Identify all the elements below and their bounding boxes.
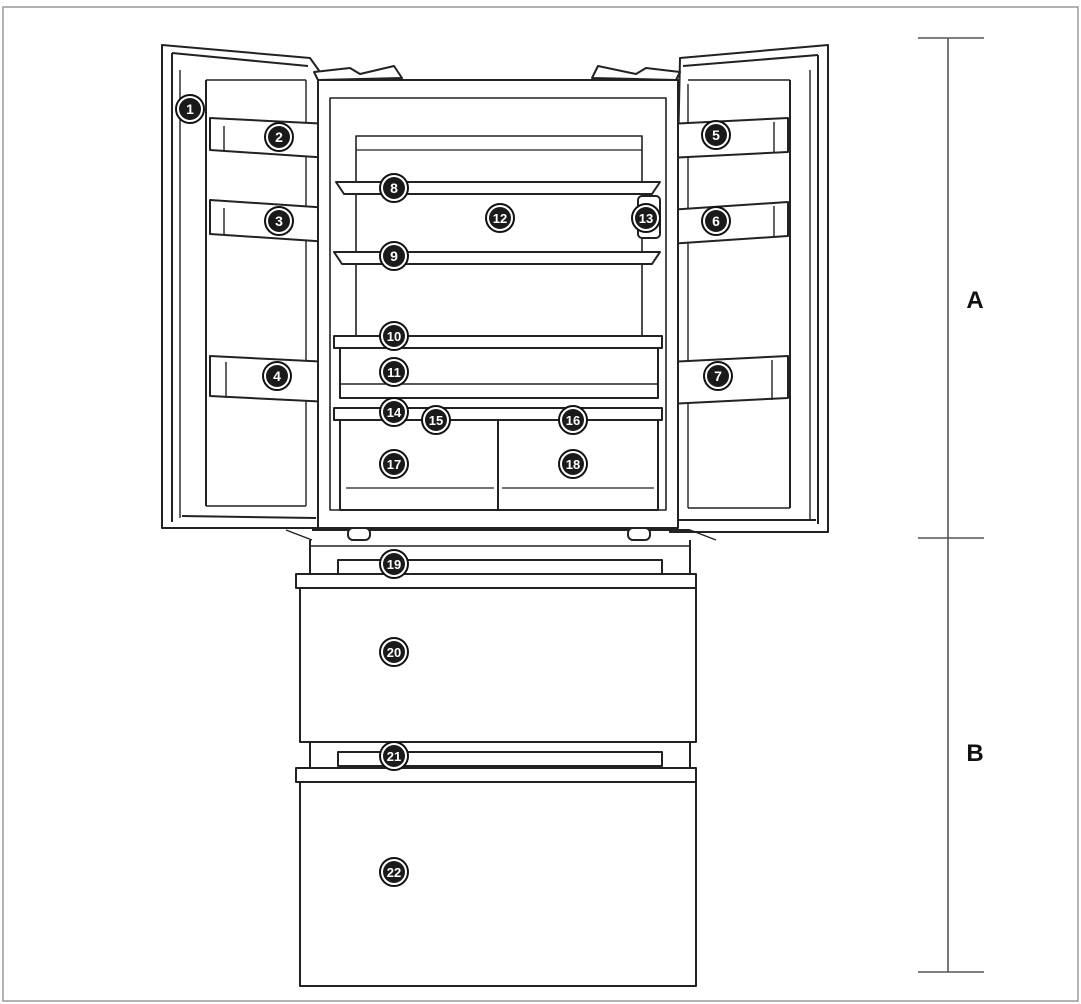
callout-label: 6 xyxy=(712,213,720,229)
dimension-markers xyxy=(918,37,984,973)
callout-19: 19 xyxy=(379,549,409,579)
callout-4: 4 xyxy=(262,361,292,391)
callout-17: 17 xyxy=(379,449,409,479)
callout-label: 17 xyxy=(387,457,401,472)
callout-label: 4 xyxy=(273,368,281,384)
callout-label: 20 xyxy=(387,645,401,660)
callout-20: 20 xyxy=(379,637,409,667)
section-label-b: B xyxy=(966,740,983,767)
callout-5: 5 xyxy=(701,120,731,150)
callout-14: 14 xyxy=(379,397,409,427)
callout-22: 22 xyxy=(379,857,409,887)
section-label-a: A xyxy=(966,287,983,314)
callout-label: 18 xyxy=(566,457,580,472)
callout-label: 5 xyxy=(712,127,720,143)
callout-label: 9 xyxy=(390,248,398,264)
callout-label: 12 xyxy=(493,211,507,226)
callout-label: 3 xyxy=(275,213,283,229)
callout-11: 11 xyxy=(379,357,409,387)
callout-label: 2 xyxy=(275,129,283,145)
callout-label: 14 xyxy=(387,405,402,420)
callout-6: 6 xyxy=(701,206,731,236)
callout-label: 15 xyxy=(429,413,443,428)
fridge-cabinet xyxy=(285,65,717,541)
callout-label: 21 xyxy=(387,749,401,764)
callout-18: 18 xyxy=(558,449,588,479)
callout-label: 16 xyxy=(566,413,580,428)
callout-8: 8 xyxy=(379,173,409,203)
callout-label: 8 xyxy=(390,180,398,196)
callout-label: 19 xyxy=(387,557,401,572)
callout-2: 2 xyxy=(264,122,294,152)
callout-label: 13 xyxy=(639,211,653,226)
callout-9: 9 xyxy=(379,241,409,271)
callout-21: 21 xyxy=(379,741,409,771)
left-door xyxy=(161,44,331,529)
callout-label: 22 xyxy=(387,865,401,880)
callout-7: 7 xyxy=(703,361,733,391)
callout-label: 7 xyxy=(714,368,722,384)
callout-16: 16 xyxy=(558,405,588,435)
callout-label: 10 xyxy=(387,329,401,344)
callout-13: 13 xyxy=(631,203,661,233)
right-door xyxy=(667,44,829,533)
callout-15: 15 xyxy=(421,405,451,435)
callout-label: 11 xyxy=(387,365,401,380)
callout-12: 12 xyxy=(485,203,515,233)
callout-label: 1 xyxy=(186,101,194,117)
diagram-border xyxy=(2,6,1079,1002)
callout-1: 1 xyxy=(175,94,205,124)
callout-10: 10 xyxy=(379,321,409,351)
callout-3: 3 xyxy=(264,206,294,236)
freezer-section xyxy=(295,540,697,987)
